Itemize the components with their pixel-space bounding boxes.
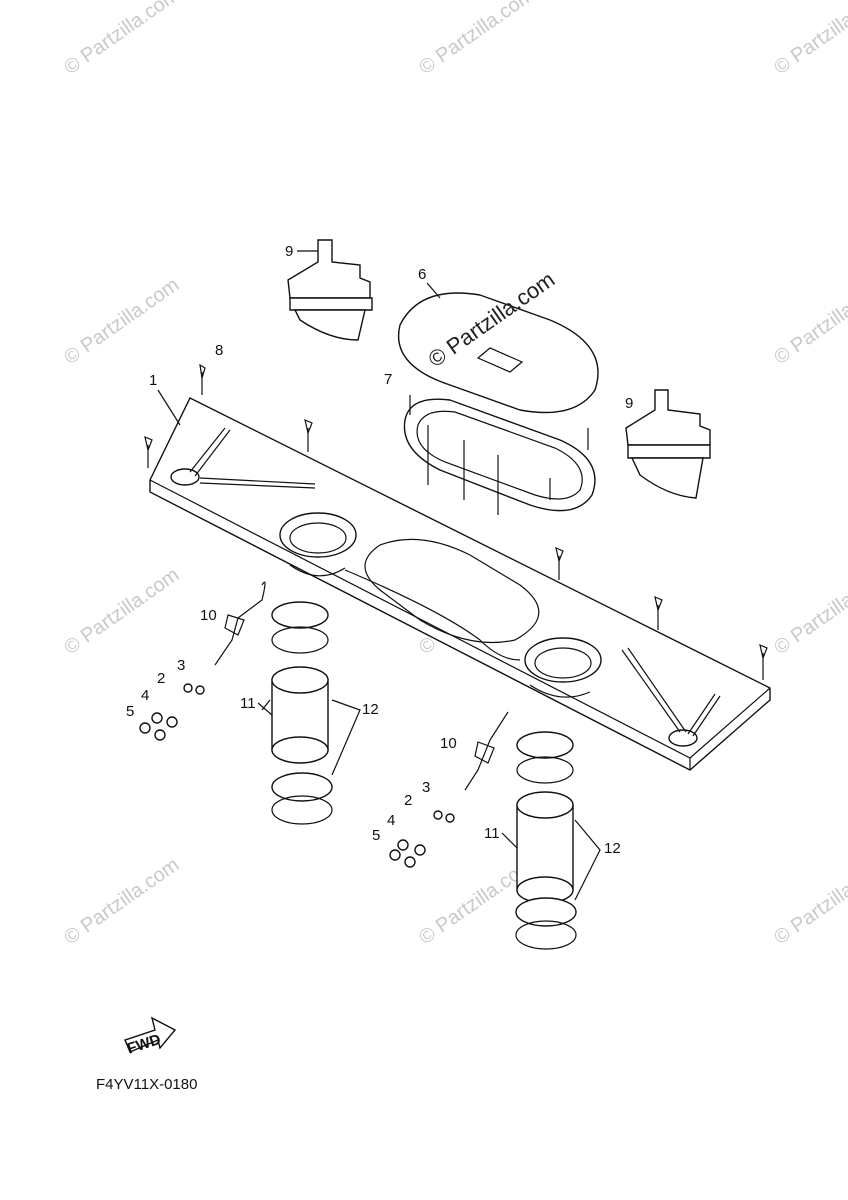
hatch-cover: © Partzilla.com	[398, 267, 599, 414]
callout-11: 11	[484, 825, 500, 842]
callout-10: 10	[200, 607, 217, 624]
callout-10: 10	[440, 735, 457, 752]
watermark-text: © Partzilla.com	[770, 854, 848, 949]
callout-3: 3	[177, 657, 185, 674]
watermark-text: © Partzilla.com	[60, 0, 183, 79]
callout-11: 11	[240, 695, 256, 712]
callout-9: 9	[285, 243, 293, 260]
deck-plate	[149, 397, 771, 771]
callout-3: 3	[422, 779, 430, 796]
hatch-frame	[403, 395, 596, 515]
callout-12: 12	[362, 701, 379, 718]
callout-4: 4	[141, 687, 149, 704]
callout-1: 1	[149, 372, 157, 389]
callout-4: 4	[387, 812, 395, 829]
watermark-text: © Partzilla.com	[60, 274, 183, 369]
watermark-text: © Partzilla.com	[60, 854, 183, 949]
fwd-arrow-icon: FWD	[124, 1016, 177, 1058]
fwd-label: FWD	[125, 1031, 163, 1058]
watermark-text: © Partzilla.com	[770, 274, 848, 369]
watermark-text: © Partzilla.com	[770, 564, 848, 659]
callout-12: 12	[604, 840, 621, 857]
diagram-code: F4YV11X-0180	[96, 1076, 198, 1093]
callout-labels: 1 8 6 7 9 9 10 10 11 11 12 12 2 3 4 5 2 …	[126, 243, 633, 857]
callout-7: 7	[384, 371, 392, 388]
watermark-text: © Partzilla.com	[415, 0, 538, 79]
hose-assembly-right	[389, 711, 601, 950]
callout-9: 9	[625, 395, 633, 412]
callout-5: 5	[126, 703, 134, 720]
watermark-text: © Partzilla.com	[770, 0, 848, 79]
vent-right	[625, 389, 711, 499]
callout-6: 6	[418, 266, 426, 283]
watermark-text: © Partzilla.com	[60, 564, 183, 659]
callout-5: 5	[372, 827, 380, 844]
callout-8: 8	[215, 342, 223, 359]
callout-2: 2	[404, 792, 412, 809]
hose-assembly-left	[139, 581, 361, 825]
vent-left	[287, 239, 373, 341]
callout-2: 2	[157, 670, 165, 687]
screw-group	[144, 363, 768, 680]
